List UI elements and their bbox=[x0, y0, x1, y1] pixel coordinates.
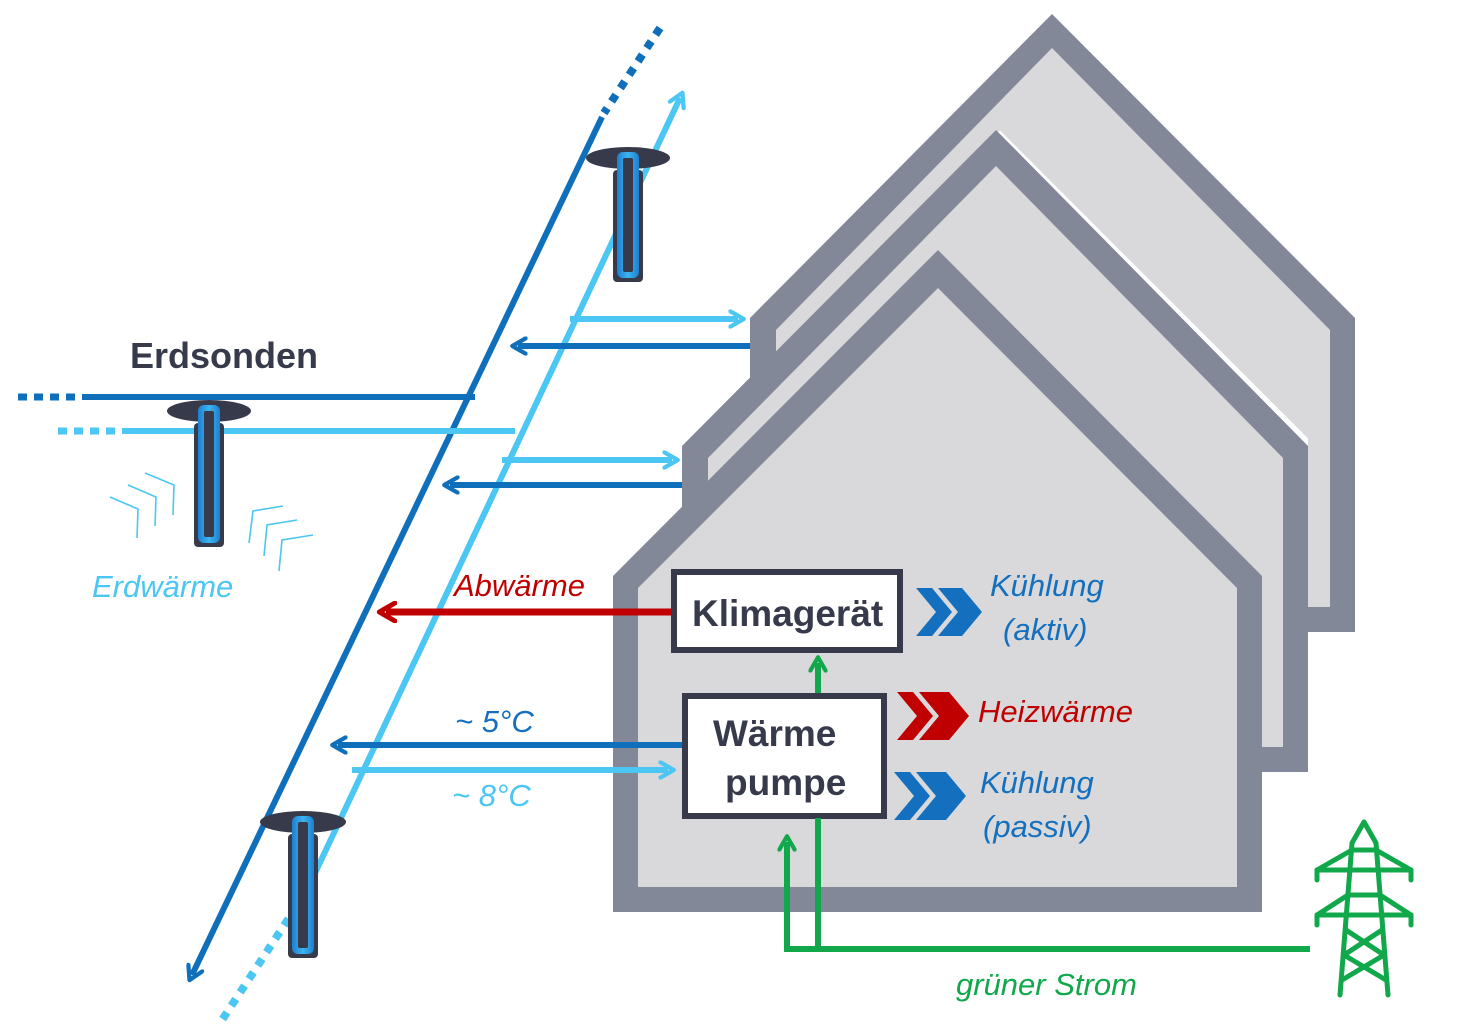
return-temp-label: ~ 5°C bbox=[455, 704, 534, 739]
triple-chevron-icon bbox=[916, 588, 982, 636]
ground-probe-icon bbox=[260, 811, 346, 958]
house-middle-pipes bbox=[450, 460, 682, 485]
ground-probe-icon bbox=[167, 400, 251, 547]
heat-pump-label-line1: Wärme bbox=[713, 713, 836, 754]
ac-unit-box bbox=[671, 569, 903, 653]
triple-chevron-icon bbox=[897, 692, 969, 740]
ground-heat-label: Erdwärme bbox=[92, 569, 233, 604]
green-power-label: grüner Strom bbox=[956, 967, 1137, 1002]
triple-chevron-icon bbox=[894, 772, 966, 820]
heat-pump-box bbox=[682, 693, 887, 819]
house-back bbox=[750, 14, 1355, 632]
supply-temp-label: ~ 8°C bbox=[452, 778, 531, 813]
house-middle bbox=[682, 130, 1308, 772]
power-pylon-icon bbox=[1314, 819, 1414, 998]
branch-left bbox=[18, 393, 515, 435]
heat-pump-label-line2: pumpe bbox=[725, 762, 846, 803]
house-back-pipes bbox=[518, 319, 750, 346]
heat-wave-icon bbox=[109, 472, 314, 572]
return-pipe-dark bbox=[192, 25, 664, 975]
cooling-passive-label-line1: Kühlung bbox=[980, 765, 1094, 800]
ac-unit-label: Klimagerät bbox=[692, 593, 883, 634]
diagram-title: Erdsonden bbox=[130, 335, 318, 376]
ground-probe-icon bbox=[586, 147, 670, 282]
heating-label: Heizwärme bbox=[978, 694, 1133, 729]
green-power-lines bbox=[787, 663, 1310, 952]
waste-heat-label: Abwärme bbox=[452, 568, 585, 603]
cooling-passive-label-line2: (passiv) bbox=[983, 809, 1092, 844]
cooling-active-label-line2: (aktiv) bbox=[1003, 612, 1087, 647]
cooling-active-label-line1: Kühlung bbox=[990, 568, 1104, 603]
